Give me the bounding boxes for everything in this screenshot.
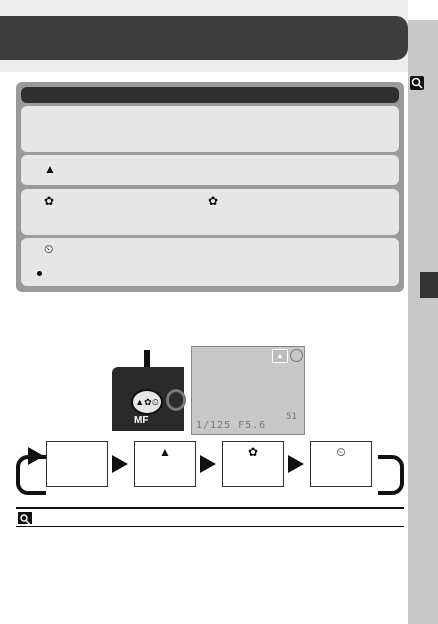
lcd-mode-badge: ▲ [272,349,288,363]
note-rule-bottom [16,526,404,527]
focus-mode-button[interactable]: ▲✿⏲ [131,389,163,415]
flow-step-off [46,441,108,487]
magnifier-icon [18,512,32,525]
note-rule-top [16,507,404,509]
arrow-right-icon [288,455,304,473]
magnifier-icon [410,76,424,90]
lcd-exposure-readout: 1/125 F5.6 [196,420,267,431]
flow-step-self-timer: ⏲ [310,441,372,487]
panel-header [21,87,399,103]
panel-row-self-timer [21,238,399,286]
adjacent-button [166,389,186,411]
flow-step-macro: ✿ [222,441,284,487]
mountain-icon: ▲ [44,162,56,176]
margin-strip-top [408,0,438,20]
panel-row-macro [21,189,399,235]
panel-row-off [21,106,399,152]
press-arrow-icon [144,350,150,372]
magnifier-icon-glyph [20,514,30,525]
bullet-icon [37,271,42,276]
flow-step-landscape: ▲ [134,441,196,487]
mf-label: MF [134,415,149,426]
margin-strip [408,0,438,624]
section-tab [420,272,438,298]
flower-icon: ✿ [208,194,219,208]
page-title-bar [0,16,408,60]
arrow-right-icon [112,455,128,473]
arrow-right-icon [200,455,216,473]
loop-arrow-icon [28,447,44,465]
self-timer-icon: ⏲ [44,242,54,256]
lcd-indicator-icon [290,349,303,362]
panel-row-landscape [21,155,399,185]
flower-icon: ✿ [44,194,55,208]
lcd-frame-count: 51 [286,412,297,422]
magnifier-icon-glyph [411,77,423,89]
